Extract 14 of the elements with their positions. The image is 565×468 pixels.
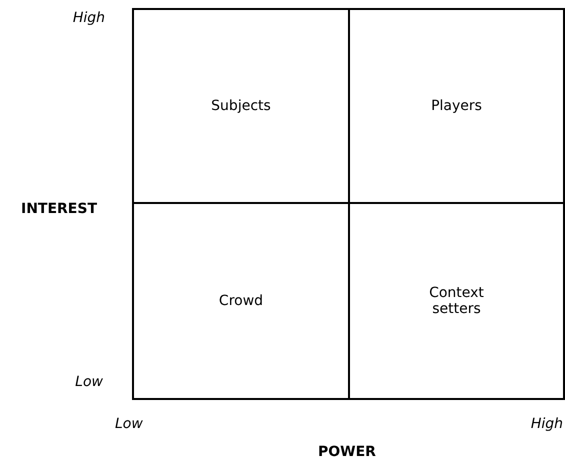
quadrant-box [132, 8, 350, 204]
quadrant-box [348, 8, 565, 204]
quadrant-label: Subjects [211, 98, 271, 114]
axis-tick-label: High [72, 10, 105, 26]
axis-tick-label: High [530, 416, 563, 432]
quadrant-box [132, 202, 350, 400]
quadrant-label: Crowd [218, 293, 264, 309]
quadrant-label: Players [431, 98, 482, 114]
axis-title: POWER [318, 444, 376, 460]
axis-title: INTEREST [20, 201, 97, 217]
quadrant-label: Context setters [428, 285, 485, 317]
axis-tick-label: Low [75, 374, 103, 390]
quadrant-box [348, 202, 565, 400]
axis-tick-label: Low [115, 416, 143, 432]
